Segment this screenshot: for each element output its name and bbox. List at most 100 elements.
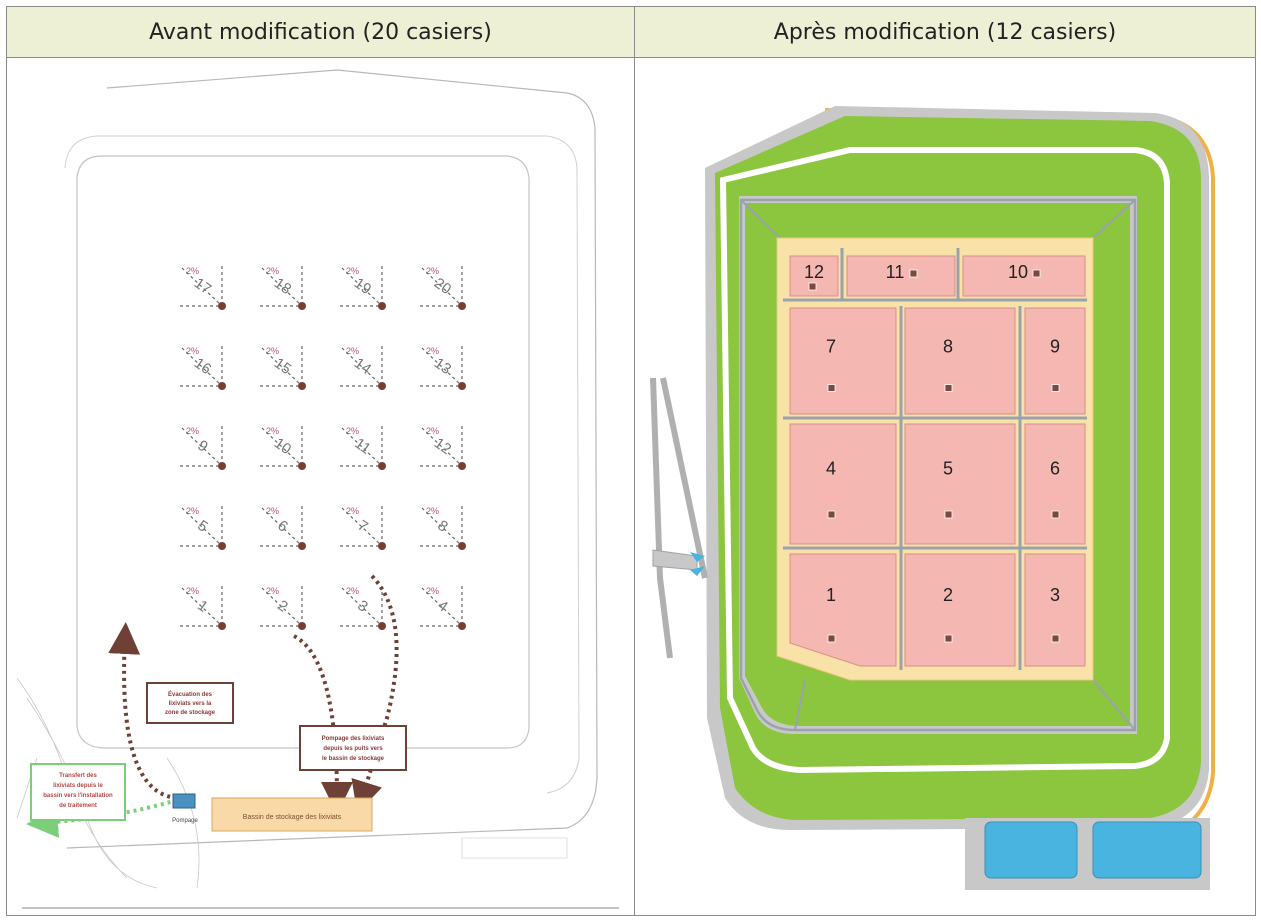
casier-8: 8 [904,307,1016,415]
casier-number: 1 [826,585,836,605]
slope-label: 2% [426,506,439,516]
casier-7: 7 [789,307,897,415]
casier-12: 12 [789,255,839,297]
casier-10: 10 [962,255,1086,297]
casier-number: 3 [1050,585,1060,605]
left-inlet [652,549,698,571]
collection-well [218,382,226,390]
before-plan-drawing: 2%172%182%192%202%162%152%142%132%92%102… [16,69,619,909]
casier-5: 5 [904,423,1016,545]
slope-label: 2% [426,346,439,356]
sump-marker [909,269,918,278]
casier-cell: 2%3 [340,586,386,630]
slope-label: 2% [266,426,279,436]
evacuation-arrow [108,622,178,800]
casier-number: 5 [943,458,953,478]
casier-cell: 2%8 [420,506,466,550]
sump-marker [1051,634,1060,643]
slope-label: 2% [266,586,279,596]
casier-cell: 2%16 [180,346,226,390]
collection-well [458,462,466,470]
ring-track [739,198,1137,732]
slope-label: 2% [266,266,279,276]
cell-number: 15 [271,355,294,378]
white-track [719,147,1170,774]
casier-number: 6 [1050,458,1060,478]
blue-basin-left [984,821,1078,879]
cells-grid: 2%172%182%192%202%162%152%142%132%92%102… [180,266,466,630]
evacuation-line-2: lixiviats vers la [169,701,212,707]
collection-well [378,622,386,630]
pumping-line-2: depuis les puits vers [323,746,383,752]
ring-diagonal-br [1092,679,1136,731]
sump-marker [944,384,953,392]
sump-marker [808,282,817,291]
casier-6: 6 [1024,423,1086,545]
slope-label: 2% [426,586,439,596]
slope-label: 2% [426,426,439,436]
evacuation-line-3: zone de stockage [165,710,216,716]
collection-well [218,462,226,470]
internal-tracks [783,248,1087,670]
collection-well [218,542,226,550]
casier-cell: 2%2 [260,586,306,630]
site-outline-outer [66,69,598,849]
storage-basin-label: Bassin de stockage des lixiviats [243,814,342,821]
pump-station-label: Pompage [172,818,198,824]
casier-cell: 2%14 [340,346,386,390]
casier-cell: 2%10 [260,426,306,470]
casier-number: 11 [886,262,905,282]
header-after: Après modification (12 casiers) [634,6,1256,58]
evacuation-box [146,682,234,724]
casier-number: 4 [826,458,836,478]
pumping-line-1: Pompage des lixiviats [322,736,385,742]
transfer-line-3: bassin vers l'installation [43,793,113,799]
cell-number: 19 [351,275,374,298]
slope-label: 2% [346,506,359,516]
slope-label: 2% [186,506,199,516]
collection-well [298,462,306,470]
transfer-line-4: de traitement [59,803,97,809]
collection-well [218,302,226,310]
slope-label: 2% [426,266,439,276]
slope-label: 2% [346,426,359,436]
collection-well [298,382,306,390]
casier-number: 9 [1050,337,1060,357]
ring-diagonal-tl [740,199,781,239]
collection-well [458,542,466,550]
storage-basin [211,797,373,832]
sump-marker [1032,269,1041,278]
casier-number: 8 [943,337,953,357]
casier-cell: 2%7 [340,506,386,550]
cell-number: 20 [431,275,454,298]
inlet-blue-2 [690,566,705,576]
collection-well [298,622,306,630]
collection-well [378,462,386,470]
cell-number: 10 [271,435,294,458]
collection-well [458,302,466,310]
sump-marker [1051,384,1060,392]
casier-cell: 2%20 [420,266,466,310]
casier-number: 7 [826,337,836,357]
casier-number: 10 [1008,262,1028,282]
cell-number: 12 [431,435,454,458]
cell-number: 16 [191,355,214,378]
casier-1: 1 [789,553,897,667]
slope-label: 2% [346,266,359,276]
slope-label: 2% [346,346,359,356]
cell-number: 14 [351,355,374,378]
casier-cell: 2%9 [180,426,226,470]
casier-number: 12 [804,262,824,282]
collection-well [298,542,306,550]
collection-well [378,542,386,550]
casier-cell: 2%15 [260,346,306,390]
slope-label: 2% [186,586,199,596]
pump-station [172,793,196,809]
slope-label: 2% [186,346,199,356]
casier-4: 4 [789,423,897,545]
sump-marker [827,384,836,392]
collection-well [378,382,386,390]
sump-marker [827,510,836,519]
